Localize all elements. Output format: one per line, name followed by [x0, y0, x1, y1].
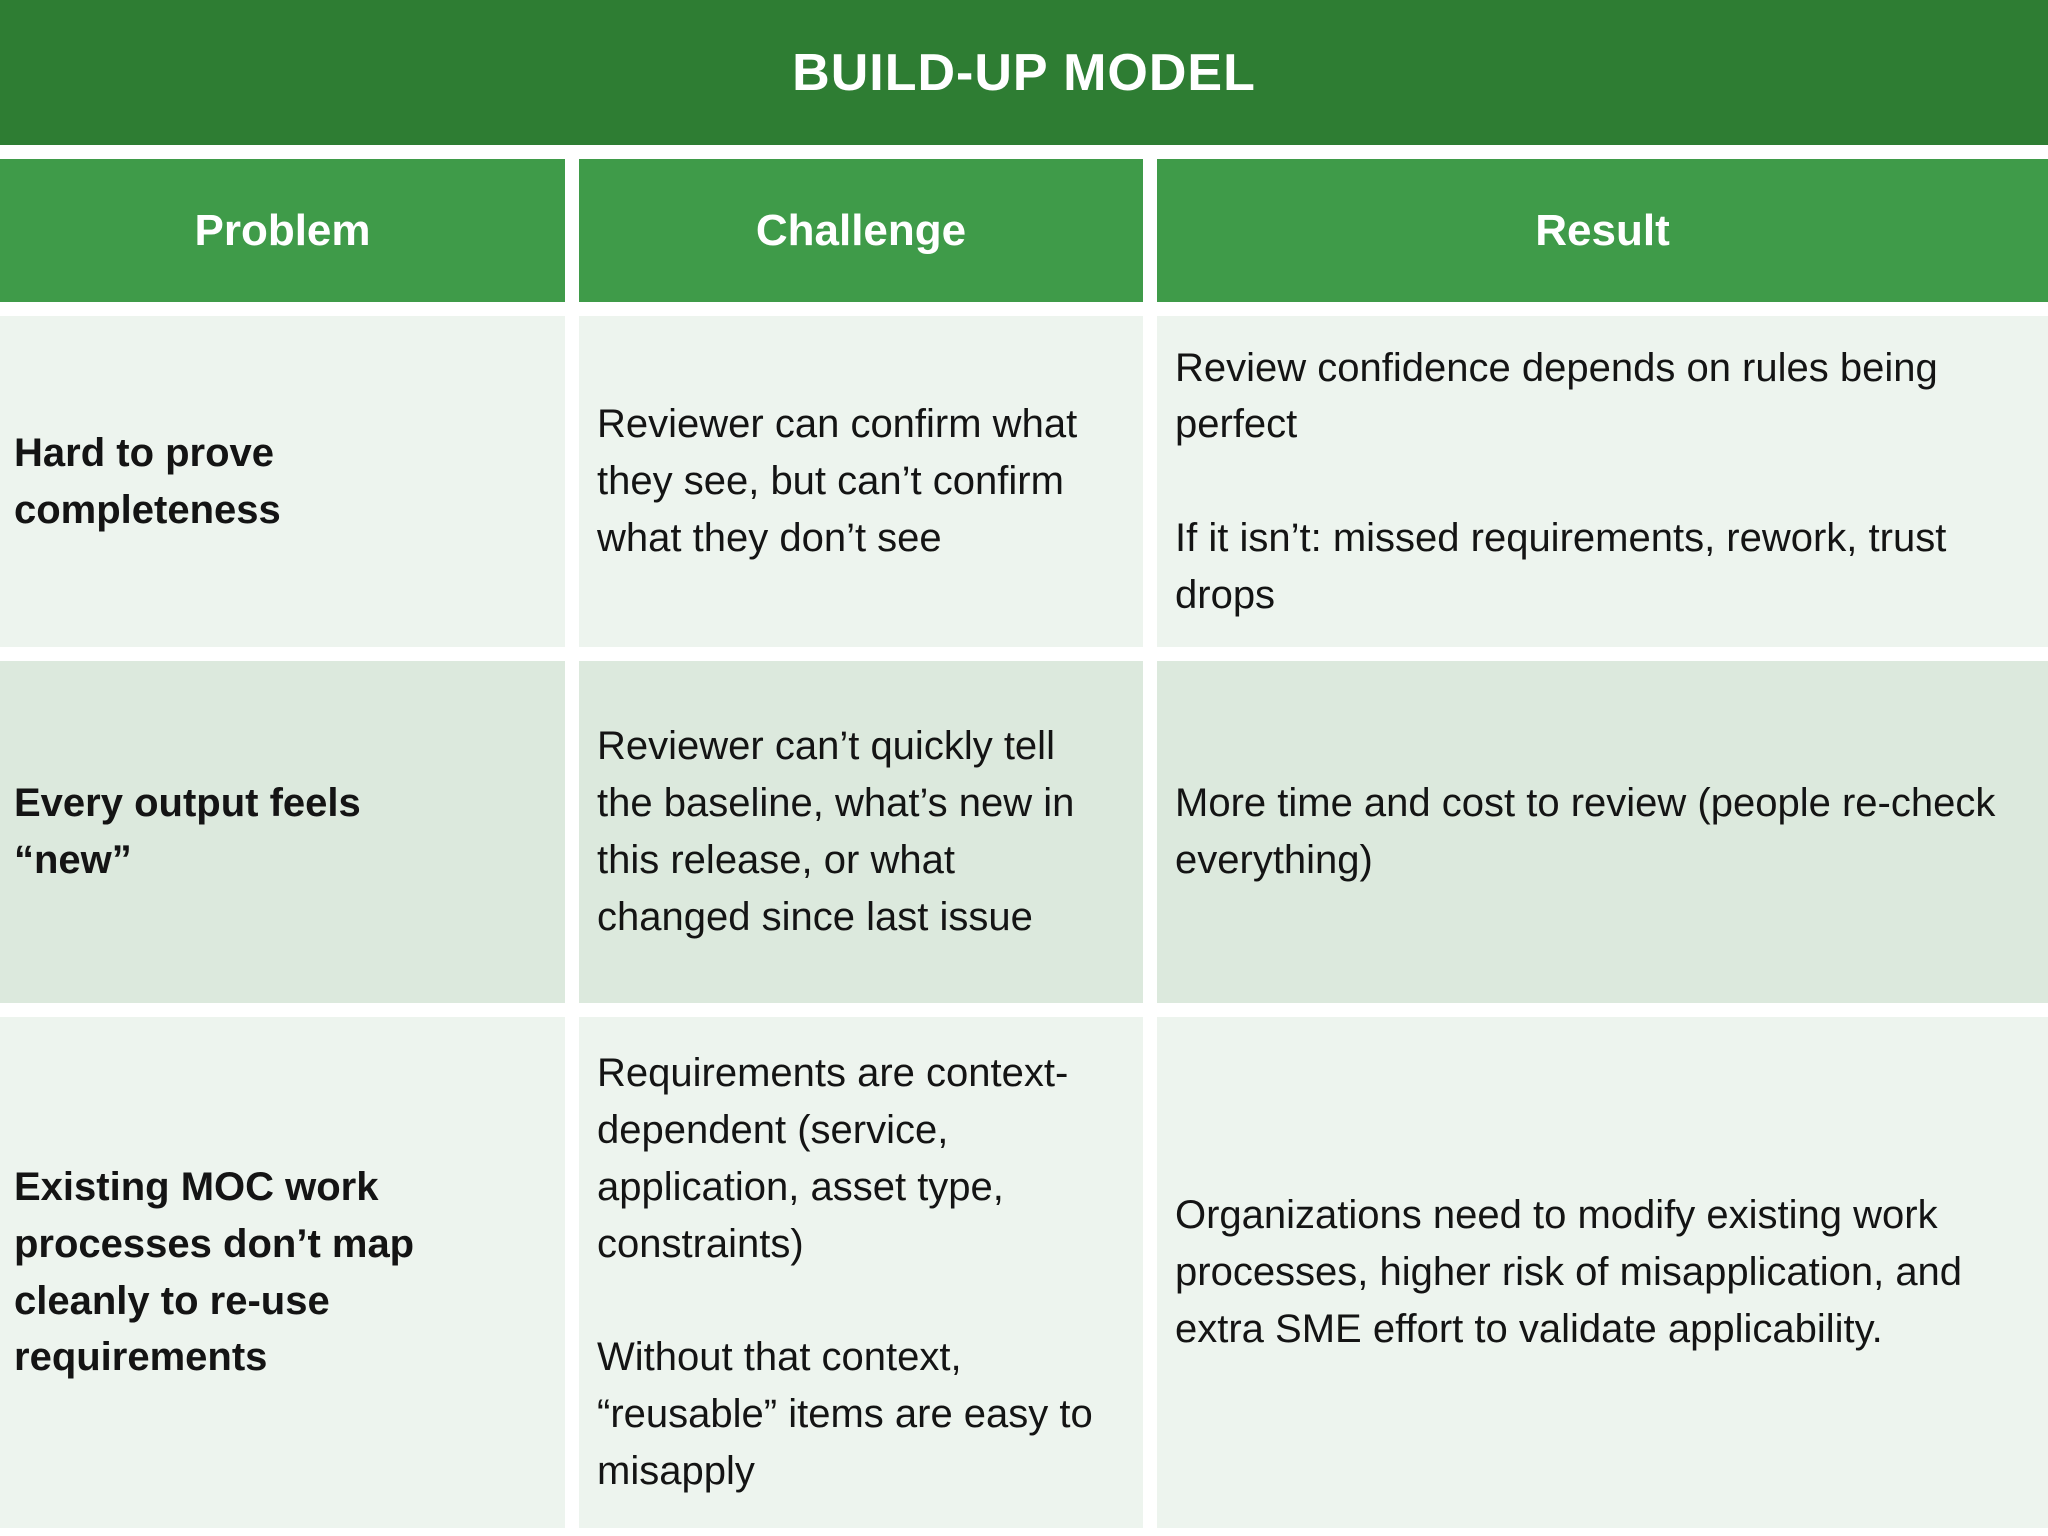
table-row: Existing MOC work processes don’t map cl… — [0, 1017, 2048, 1528]
result-cell: More time and cost to review (people re-… — [1157, 661, 2048, 1003]
column-header-result: Result — [1157, 159, 2048, 302]
result-cell: Organizations need to modify existing wo… — [1157, 1017, 2048, 1528]
problem-text: Every output feels “new” — [14, 781, 361, 882]
column-header-problem: Problem — [0, 159, 565, 302]
challenge-text: Reviewer can’t quickly tell the baseline… — [597, 724, 1075, 939]
title-bar: BUILD-UP MODEL — [0, 0, 2048, 145]
column-header-challenge: Challenge — [579, 159, 1143, 302]
problem-text: Existing MOC work processes don’t map cl… — [14, 1164, 415, 1380]
challenge-cell: Requirements are context-dependent (serv… — [579, 1017, 1143, 1528]
column-header-label: Result — [1535, 205, 1670, 255]
challenge-cell: Reviewer can confirm what they see, but … — [579, 316, 1143, 647]
table-header-row: Problem Challenge Result — [0, 159, 2048, 302]
challenge-text: Reviewer can confirm what they see, but … — [597, 402, 1078, 560]
result-text: Organizations need to modify existing wo… — [1175, 1193, 1963, 1351]
column-header-label: Problem — [194, 205, 371, 255]
problem-text: Hard to prove completeness — [14, 430, 281, 532]
page-title: BUILD-UP MODEL — [792, 43, 1256, 102]
column-header-label: Challenge — [755, 205, 967, 255]
problem-cell: Existing MOC work processes don’t map cl… — [0, 1017, 565, 1528]
result-cell: Review confidence depends on rules being… — [1157, 316, 2048, 647]
problem-cell: Hard to prove completeness — [0, 316, 565, 647]
table-row: Every output feels “new” Reviewer can’t … — [0, 661, 2048, 1003]
problem-cell: Every output feels “new” — [0, 661, 565, 1003]
result-text: More time and cost to review (people re-… — [1175, 781, 1996, 882]
table-row: Hard to prove completeness Reviewer can … — [0, 316, 2048, 647]
challenge-cell: Reviewer can’t quickly tell the baseline… — [579, 661, 1143, 1003]
result-text: Review confidence depends on rules being… — [1175, 345, 1947, 617]
challenge-text: Requirements are context-dependent (serv… — [597, 1051, 1093, 1493]
